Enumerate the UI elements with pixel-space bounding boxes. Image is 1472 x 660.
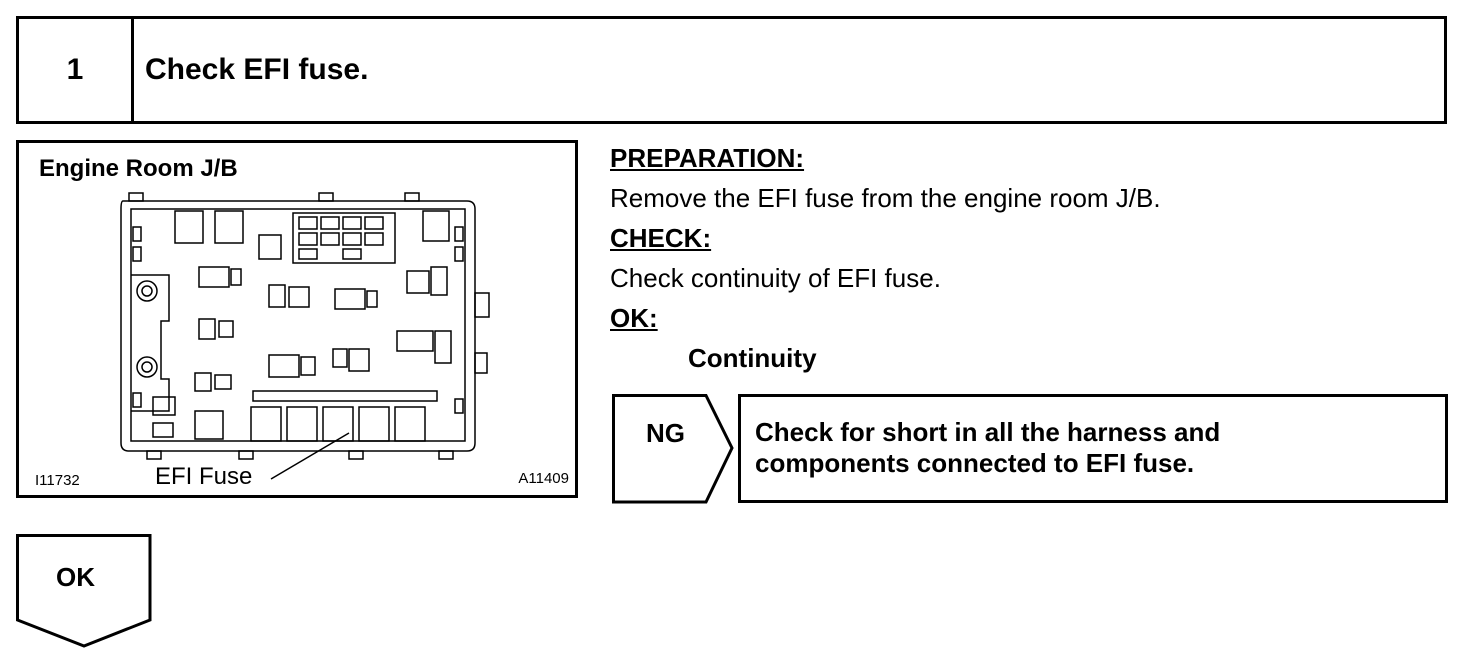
ok-arrow-box: OK: [16, 534, 154, 653]
figure-title: Engine Room J/B: [39, 155, 238, 182]
ng-result-line-2: components connected to EFI fuse.: [755, 448, 1195, 478]
ng-arrow-box: NG: [612, 394, 736, 509]
preparation-heading: PREPARATION:: [610, 143, 805, 173]
ok-arrow-shape: [16, 534, 152, 648]
step-title: Check EFI fuse.: [145, 53, 369, 86]
ok-label: OK: [56, 562, 95, 592]
check-heading: CHECK:: [610, 223, 712, 253]
figure-id-left: I11732: [35, 472, 80, 489]
ng-result-box: Check for short in all the harness and c…: [738, 394, 1448, 503]
ng-label: NG: [646, 418, 685, 448]
ng-arrow-shape: [612, 394, 734, 504]
figure-id-right: A11409: [518, 470, 569, 487]
junction-block-drawing: [120, 192, 490, 480]
check-text: Check continuity of EFI fuse.: [610, 263, 941, 293]
step-number: 1: [19, 19, 134, 121]
ok-heading: OK:: [610, 303, 658, 333]
procedure-text: PREPARATION: Remove the EFI fuse from th…: [610, 138, 1450, 378]
junction-block-figure: Engine Room J/B EFI Fuse I11732 A11409: [16, 140, 578, 498]
efi-fuse-callout: EFI Fuse: [155, 463, 253, 490]
ng-result-line-1: Check for short in all the harness and: [755, 417, 1221, 447]
step-header: 1 Check EFI fuse.: [16, 16, 1447, 124]
preparation-text: Remove the EFI fuse from the engine room…: [610, 183, 1161, 213]
ok-criteria: Continuity: [688, 343, 817, 373]
